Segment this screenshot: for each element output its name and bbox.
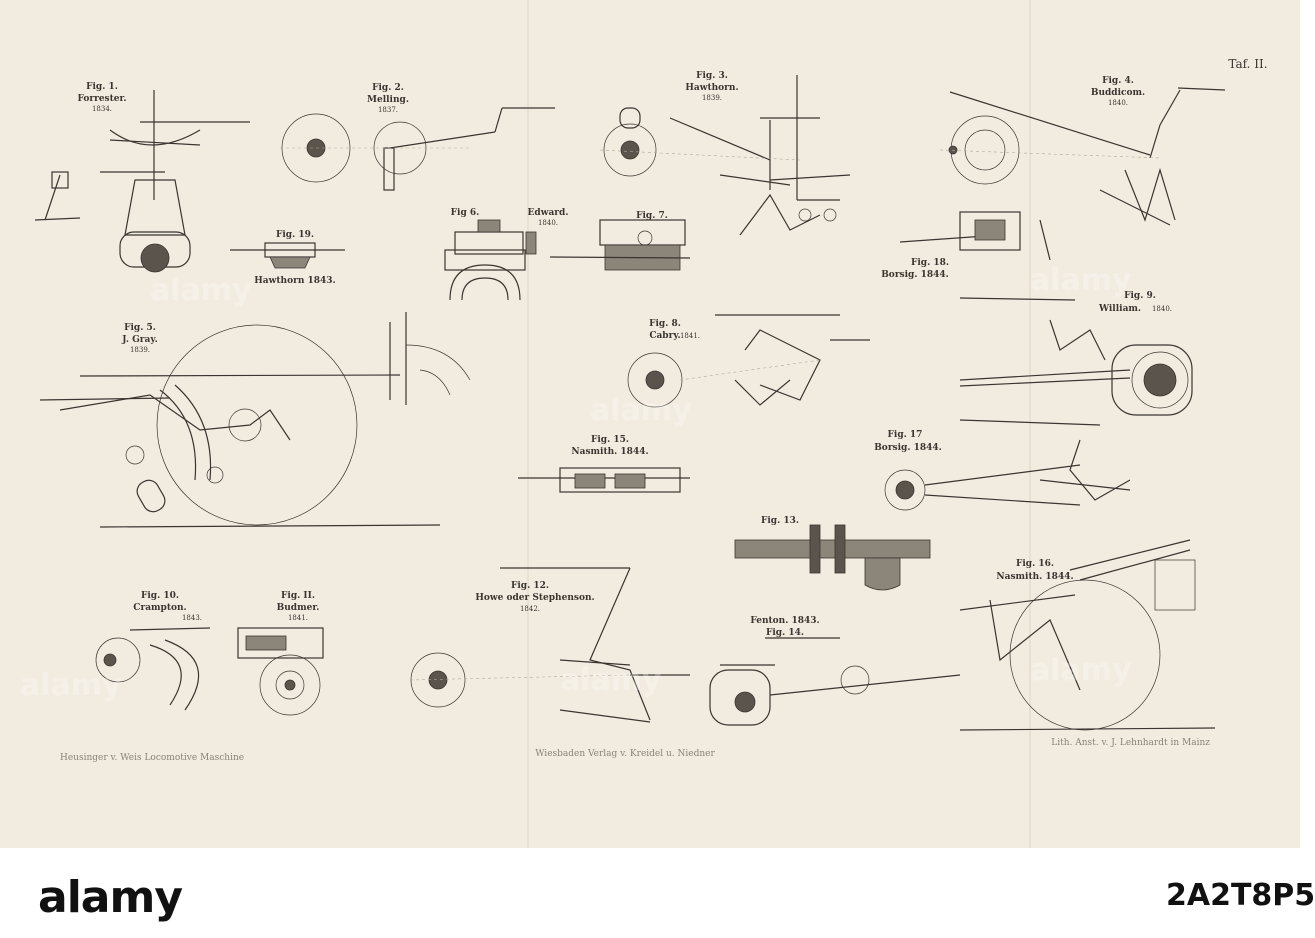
figure-1-year: 1834. <box>92 105 112 113</box>
figure-2-year: 1837. <box>378 106 398 114</box>
figure-3-year: 1839. <box>702 94 722 102</box>
watermark: alamy <box>590 393 692 428</box>
figure-4-label: Fig. 4. <box>1102 76 1134 86</box>
figure-1-name: Forrester. <box>77 94 126 104</box>
footer-center-credit: Wiesbaden Verlag v. Kreidel u. Niedner <box>535 749 715 759</box>
figure-5-year: 1839. <box>130 346 150 354</box>
figure-5-label: Fig. 5. <box>124 323 156 333</box>
figure-5-drawing: Fig. 5. J. Gray. 1839. <box>39 312 471 528</box>
figure-15-drawing: Fig. 15. Nasmith. 1844. <box>518 435 690 493</box>
figure-19-label: Fig. 19. <box>276 230 314 240</box>
figure-11-drawing: Fig. II. Budmer. 1841. <box>237 591 324 716</box>
figure-18-drawing: Fig. 18. Borsig. 1844. <box>881 211 1051 280</box>
figure-16-label: Fig. 16. <box>1016 559 1054 569</box>
figure-6-name: Edward. <box>528 208 569 218</box>
figure-8-label: Fig. 8. <box>649 319 681 329</box>
figure-7-label: Fig. 7. <box>636 211 668 221</box>
figure-17-name: Borsig. 1844. <box>874 443 942 453</box>
figure-14-drawing: Fenton. 1843. Fig. 14. <box>709 616 961 726</box>
figure-9-name: William. <box>1098 304 1141 314</box>
figure-15-name: Nasmith. 1844. <box>571 447 648 457</box>
figure-8-drawing: Fig. 8. Cabry. 1841. <box>627 314 870 408</box>
figure-10-label: Fig. 10. <box>141 591 179 601</box>
figure-13-drawing: Fig. 13. <box>734 516 931 591</box>
watermark: alamy <box>1030 263 1132 298</box>
figure-9-label: Fig. 9. <box>1124 291 1156 301</box>
figure-10-year: 1843. <box>182 614 202 622</box>
figure-10-drawing: Fig. 10. Crampton. 1843. <box>95 591 211 711</box>
figure-9-drawing: Fig. 9. William. 1840. <box>959 291 1193 416</box>
figure-4-name: Buddicom. <box>1091 88 1145 98</box>
figure-3-name: Hawthorn. <box>685 83 738 93</box>
figure-6-drawing: Fig 6. Edward. 1840. <box>444 208 569 301</box>
figure-2-label: Fig. 2. <box>372 83 404 93</box>
figure-17-drawing: Fig. 17 Borsig. 1844. <box>874 419 1131 511</box>
figure-7-drawing: Fig. 7. <box>549 211 691 271</box>
alamy-logo[interactable]: alamy <box>38 872 183 923</box>
figure-4-year: 1840. <box>1108 99 1128 107</box>
figure-11-year: 1841. <box>288 614 308 622</box>
figure-9-year: 1840. <box>1152 305 1172 313</box>
figure-17-label: Fig. 17 <box>888 430 923 440</box>
watermark: alamy <box>20 668 122 703</box>
figure-16-drawing: Fig. 16. Nasmith. 1844. <box>959 539 1216 731</box>
figure-15-label: Fig. 15. <box>591 435 629 445</box>
figure-8-year: 1841. <box>680 332 700 340</box>
stock-banner <box>0 848 1300 938</box>
watermark: alamy <box>150 273 252 308</box>
figure-14-name: Fenton. 1843. <box>750 616 819 626</box>
figure-18-label: Fig. 18. <box>911 258 949 268</box>
plate-number: Taf. II. <box>1228 57 1267 71</box>
figure-8-name: Cabry. <box>649 331 680 341</box>
figure-18-name: Borsig. 1844. <box>881 270 949 280</box>
figure-10-name: Crampton. <box>133 603 186 613</box>
figure-12-label: Fig. 12. <box>511 581 549 591</box>
figure-1-label: Fig. 1. <box>86 82 118 92</box>
figure-11-name: Budmer. <box>277 603 320 613</box>
figure-5-name: J. Gray. <box>121 335 157 345</box>
figure-3-drawing: Fig. 3. Hawthorn. 1839. <box>599 71 851 236</box>
figure-12-name: Howe oder Stephenson. <box>475 593 594 603</box>
stock-image-id: 2A2T8P5 <box>1166 878 1315 913</box>
watermark: alamy <box>560 663 662 698</box>
figure-6-label: Fig 6. <box>451 208 480 218</box>
watermark: alamy <box>1030 653 1132 688</box>
figure-6-year: 1840. <box>538 219 558 227</box>
figure-2-drawing: Fig. 2. Melling. 1837. <box>280 83 555 191</box>
figure-13-label: Fig. 13. <box>761 516 799 526</box>
figure-16-name: Nasmith. 1844. <box>996 572 1073 582</box>
figure-19-name: Hawthorn 1843. <box>254 276 335 286</box>
footer-left-credit: Heusinger v. Weis Locomotive Maschine <box>60 753 244 763</box>
figure-19-drawing: Fig. 19. Hawthorn 1843. <box>230 230 345 286</box>
figure-1-drawing: Fig. 1. Forrester. 1834. <box>34 82 250 273</box>
footer-right-credit: Lith. Anst. v. J. Lehnhardt in Mainz <box>1051 738 1210 748</box>
figure-2-name: Melling. <box>367 95 409 105</box>
figure-12-drawing: Fig. 12. Howe oder Stephenson. 1842. <box>409 567 690 723</box>
figure-14-label: Fig. 14. <box>766 628 804 638</box>
figure-4-drawing: Fig. 4. Buddicom. 1840. <box>939 76 1226 226</box>
figure-12-year: 1842. <box>520 605 540 613</box>
figure-3-label: Fig. 3. <box>696 71 728 81</box>
valve-gear-drawings: Taf. II. Fig. 1. Forrester. 1834. Fig. 2… <box>20 0 1268 848</box>
figure-11-label: Fig. II. <box>281 591 315 601</box>
